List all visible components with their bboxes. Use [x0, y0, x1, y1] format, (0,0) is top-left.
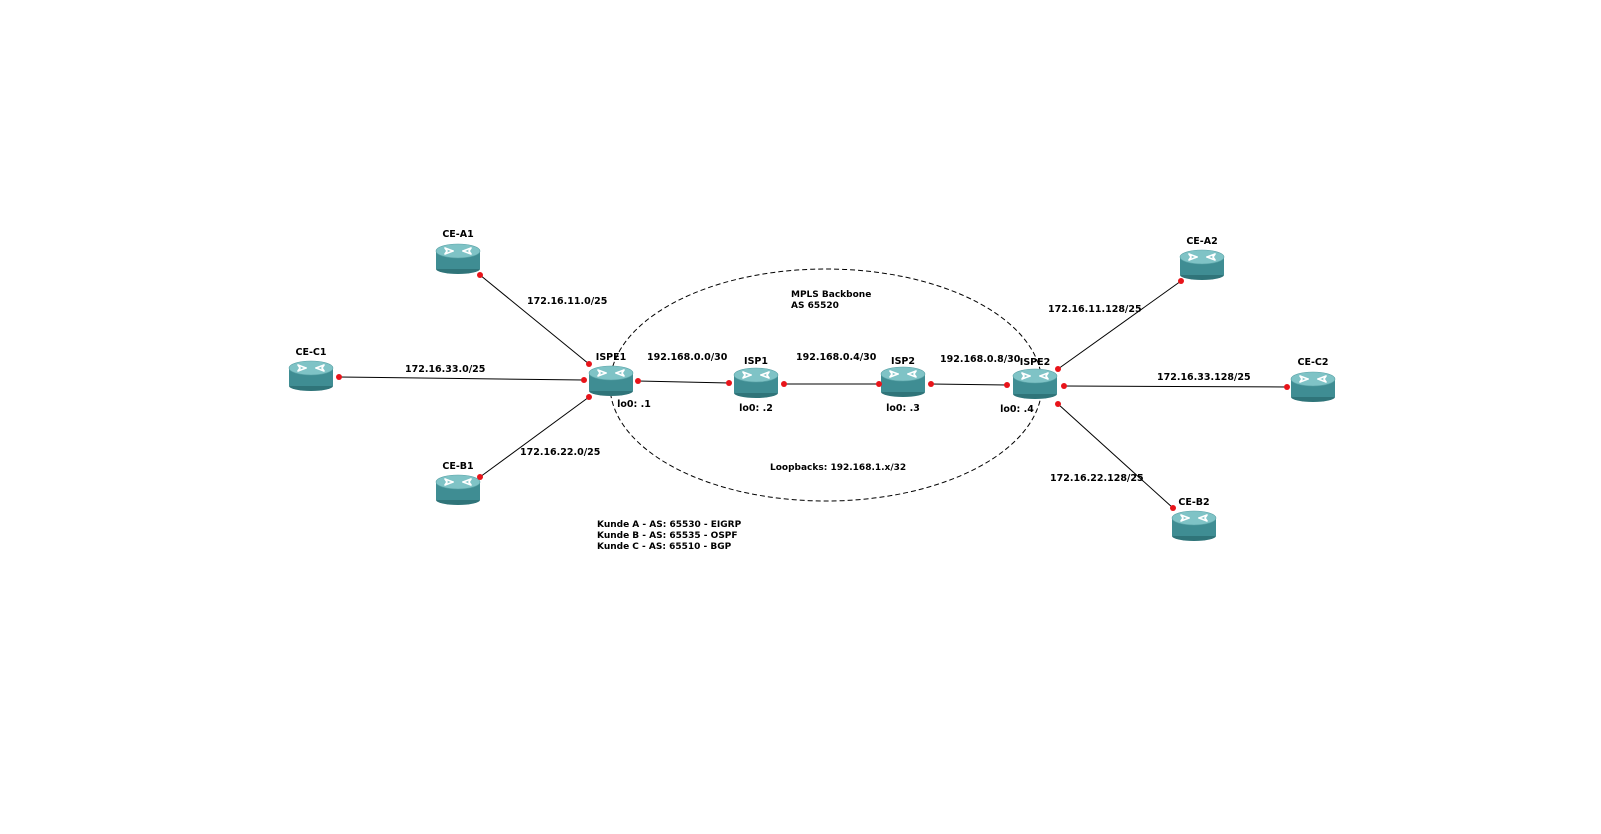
port-dot	[336, 374, 342, 380]
router-label: CE-C2	[1298, 357, 1329, 368]
router-ce-a2[interactable]: CE-A2	[1179, 236, 1225, 281]
loopback-label: lo0: .2	[739, 403, 773, 414]
legend-line: Kunde C - AS: 65510 - BGP	[597, 542, 732, 552]
link-label-ce-b1-ispe1: 172.16.22.0/25	[520, 447, 600, 458]
backbone-as: AS 65520	[791, 301, 839, 311]
router-ce-c2[interactable]: CE-C2	[1290, 357, 1336, 403]
legend-line: Kunde B - AS: 65535 - OSPF	[597, 531, 738, 541]
router-icon	[1012, 368, 1058, 400]
link-label-ispe2-ce-a2: 172.16.11.128/25	[1048, 304, 1142, 315]
port-dot	[635, 378, 641, 384]
link-label-isp2-ispe2: 192.168.0.8/30	[940, 354, 1021, 365]
router-icon	[880, 366, 926, 398]
router-label: ISPE1	[596, 352, 626, 363]
router-label: ISP1	[744, 356, 768, 367]
port-dot	[586, 394, 592, 400]
port-dot	[726, 380, 732, 386]
port-dot	[581, 377, 587, 383]
link-label-ispe2-ce-b2: 172.16.22.128/25	[1050, 473, 1144, 484]
router-label: CE-C1	[296, 347, 327, 358]
legend-line: Kunde A - AS: 65530 - EIGRP	[597, 520, 742, 530]
router-ce-b2[interactable]: CE-B2	[1171, 497, 1217, 542]
router-icon	[1171, 510, 1217, 542]
router-label: CE-A1	[442, 229, 473, 240]
backbone-title: MPLS Backbone	[791, 290, 871, 300]
router-isp2[interactable]: ISP2 lo0: .3	[880, 356, 926, 414]
port-dot	[1284, 384, 1290, 390]
router-icon	[435, 474, 481, 506]
router-label: CE-A2	[1186, 236, 1217, 247]
link-label-ce-a1-ispe1: 172.16.11.0/25	[527, 296, 607, 307]
link-ce-c1-ispe1[interactable]	[338, 376, 585, 381]
router-ce-c1[interactable]: CE-C1	[288, 347, 334, 392]
router-label: CE-B1	[442, 461, 473, 472]
links	[338, 274, 1288, 509]
router-ispe2[interactable]: ISPE2 lo0: .4	[1000, 357, 1058, 415]
router-icon	[435, 243, 481, 275]
link-label-ispe2-ce-c2: 172.16.33.128/25	[1157, 372, 1251, 383]
router-icon	[1179, 249, 1225, 281]
link-ispe2-ce-c2[interactable]	[1063, 385, 1288, 388]
router-ispe1[interactable]: ISPE1 lo0: .1	[588, 352, 651, 410]
link-label-isp1-isp2: 192.168.0.4/30	[796, 352, 877, 363]
link-ispe2-ce-a2[interactable]	[1057, 280, 1182, 370]
port-dot	[1061, 383, 1067, 389]
port-dot	[586, 361, 592, 367]
link-ce-a1-ispe1[interactable]	[479, 274, 590, 365]
link-ce-b1-ispe1[interactable]	[479, 396, 590, 478]
router-icon	[733, 367, 779, 399]
link-ispe1-isp1[interactable]	[637, 380, 730, 384]
port-dot	[1004, 382, 1010, 388]
port-dot	[928, 381, 934, 387]
link-isp2-ispe2[interactable]	[930, 383, 1008, 386]
loopback-label: lo0: .1	[617, 399, 651, 410]
port-dot	[477, 474, 483, 480]
port-dot	[1178, 278, 1184, 284]
port-dot	[1055, 401, 1061, 407]
router-icon	[1290, 371, 1336, 403]
router-label: ISPE2	[1020, 357, 1050, 368]
port-dot	[876, 381, 882, 387]
port-dot	[1170, 505, 1176, 511]
router-icon	[288, 360, 334, 392]
link-label-ispe1-isp1: 192.168.0.0/30	[647, 352, 728, 363]
port-dot	[1055, 366, 1061, 372]
loopback-label: lo0: .4	[1000, 404, 1034, 415]
loopbacks-note: Loopbacks: 192.168.1.x/32	[770, 463, 906, 473]
router-icon	[588, 365, 634, 397]
port-dot	[781, 381, 787, 387]
router-isp1[interactable]: ISP1 lo0: .2	[733, 356, 779, 414]
port-dots	[336, 272, 1290, 511]
link-ispe2-ce-b2[interactable]	[1057, 403, 1174, 509]
link-labels: 172.16.11.0/25 172.16.33.0/25 172.16.22.…	[405, 296, 1251, 484]
link-label-ce-c1-ispe1: 172.16.33.0/25	[405, 364, 485, 375]
customer-legend: Kunde A - AS: 65530 - EIGRP Kunde B - AS…	[597, 520, 742, 552]
port-dot	[477, 272, 483, 278]
router-ce-a1[interactable]: CE-A1	[435, 229, 481, 275]
router-label: CE-B2	[1178, 497, 1209, 508]
loopback-label: lo0: .3	[886, 403, 920, 414]
router-ce-b1[interactable]: CE-B1	[435, 461, 481, 506]
router-label: ISP2	[891, 356, 915, 367]
